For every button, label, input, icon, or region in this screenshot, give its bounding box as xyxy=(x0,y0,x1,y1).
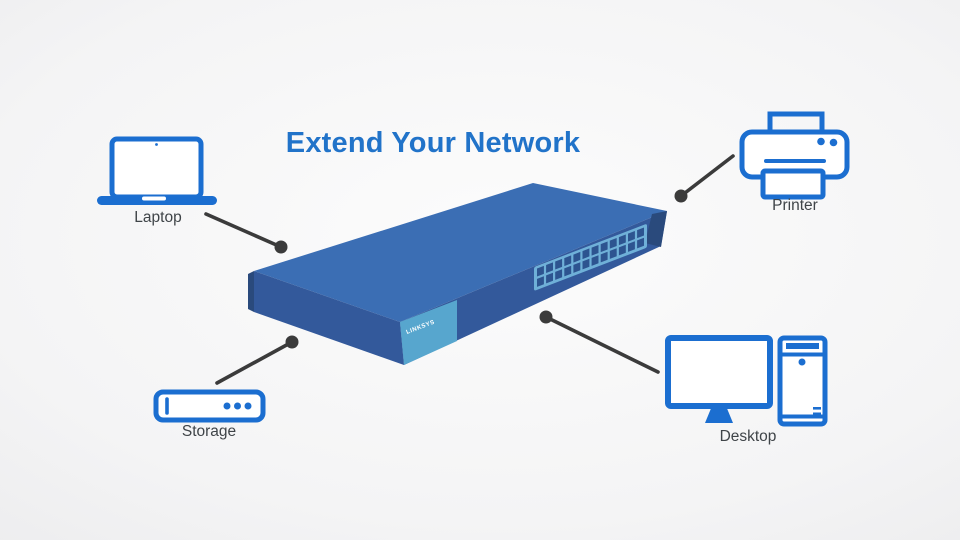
switch-badge xyxy=(400,300,457,365)
port-hole xyxy=(591,244,599,256)
port-hole xyxy=(582,258,590,270)
port-hole xyxy=(637,227,644,239)
printer-led-dot-1 xyxy=(817,137,825,146)
port-hole xyxy=(555,258,563,270)
desktop-monitor xyxy=(665,335,773,409)
port-panel-frame xyxy=(534,224,647,291)
switch-right-edge xyxy=(645,211,667,247)
printer-led-dot-2 xyxy=(829,138,838,147)
port-hole xyxy=(555,269,563,280)
connector-desktop-dot xyxy=(539,310,553,324)
storage-dot-2 xyxy=(234,402,241,410)
connector-desktop-line xyxy=(544,315,660,374)
port-hole xyxy=(600,241,608,253)
port-hole xyxy=(573,251,581,263)
desktop-tower-dash-1 xyxy=(813,407,821,410)
switch-left-face xyxy=(254,271,404,365)
switch-left-edge xyxy=(248,271,254,312)
printer-icon xyxy=(739,111,850,200)
desktop-icon xyxy=(665,335,828,427)
connector-laptop-dot xyxy=(274,240,288,254)
network-switch-icon: LINKSYS xyxy=(248,183,667,365)
desktop-tower xyxy=(777,335,828,427)
port-hole xyxy=(618,244,626,256)
connector-printer xyxy=(674,154,735,203)
port-hole xyxy=(600,251,608,263)
laptop-icon xyxy=(97,136,217,205)
port-hole xyxy=(546,262,554,274)
port-hole xyxy=(546,272,554,284)
port-hole xyxy=(618,234,626,246)
printer-label: Printer xyxy=(772,197,818,214)
connector-laptop xyxy=(204,212,288,254)
connector-laptop-line xyxy=(204,212,283,249)
connector-printer-line xyxy=(679,154,735,198)
connector-storage xyxy=(215,335,299,385)
laptop-screen xyxy=(109,136,204,200)
storage-body xyxy=(153,389,266,423)
port-hole xyxy=(573,262,581,273)
laptop-camera-dot xyxy=(155,143,158,146)
port-hole xyxy=(564,255,572,267)
desktop-stand xyxy=(705,406,733,423)
page-title: Extend Your Network xyxy=(285,127,581,159)
port-hole xyxy=(609,248,617,259)
port-hole xyxy=(537,276,544,287)
switch-top-face xyxy=(254,183,667,322)
storage-dot-3 xyxy=(244,402,252,410)
port-hole xyxy=(582,248,590,260)
storage-icon xyxy=(153,389,266,423)
connector-storage-dot xyxy=(285,335,299,349)
desktop-tower-dash-2 xyxy=(813,412,821,416)
port-hole xyxy=(637,237,644,249)
connector-desktop xyxy=(539,310,660,374)
port-grid xyxy=(537,227,644,287)
port-hole xyxy=(564,265,572,277)
laptop-base-notch xyxy=(142,196,166,201)
storage-dot-1 xyxy=(223,402,231,410)
printer-tray xyxy=(760,168,826,200)
port-hole xyxy=(537,265,544,277)
switch-port-panel xyxy=(534,224,647,291)
port-hole xyxy=(628,230,635,242)
desktop-tower-vent xyxy=(786,343,819,349)
connector-printer-dot xyxy=(674,189,688,203)
laptop-label: Laptop xyxy=(134,209,182,226)
desktop-power-dot xyxy=(798,358,806,366)
storage-label: Storage xyxy=(181,423,237,440)
port-hole xyxy=(591,255,599,266)
connector-storage-line xyxy=(215,340,294,385)
desktop-label: Desktop xyxy=(719,428,777,445)
port-hole xyxy=(628,241,635,252)
port-hole xyxy=(609,237,617,249)
